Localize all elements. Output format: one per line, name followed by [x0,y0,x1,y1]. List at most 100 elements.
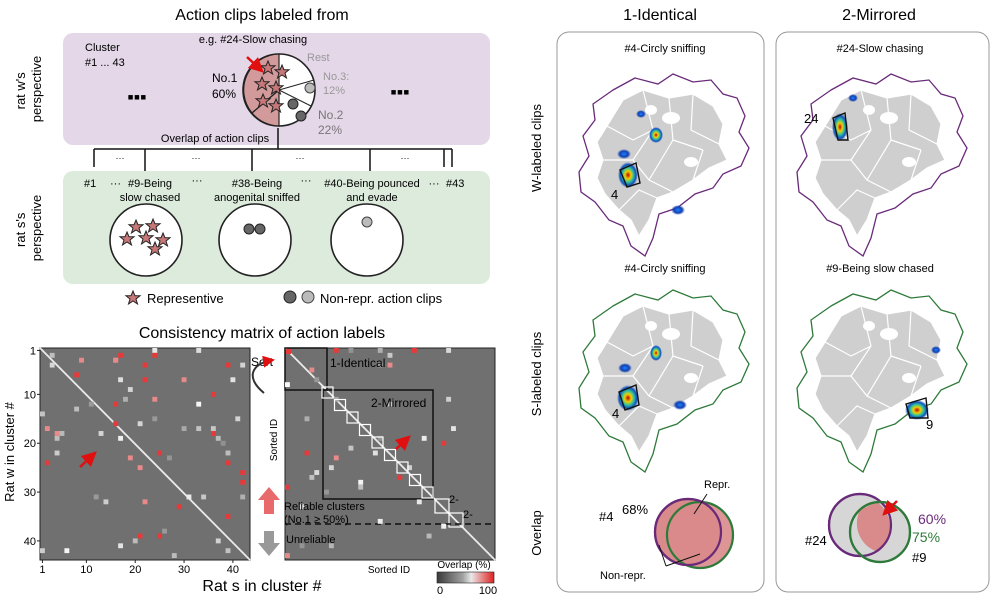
map-hole [880,328,898,340]
matrix-cell [113,421,119,427]
map-boundary [866,355,892,397]
no1-label-1: No.1 [212,71,238,85]
colorbar-title: Overlap (%) [437,560,490,571]
s-c43: #43 [446,178,464,190]
consistency-matrix-sorted [284,347,496,561]
matrix-cell [333,348,339,353]
circle-c40 [330,203,404,277]
matrix-cell [157,450,163,456]
matrix-cell [44,460,50,466]
map-w1 [578,73,750,257]
map-s1-num: 4 [612,406,619,421]
mirrored-pair-box [383,448,397,462]
map-boundary [648,139,674,181]
col1-title: 1-Identical [623,7,697,24]
matrix-cell [411,348,417,353]
mirrored-pair-box [421,486,434,499]
matrix-cell [118,377,124,383]
s-c40-1: #40-Being pounced [324,178,419,190]
map-boundary [692,365,704,397]
matrix-cell [40,548,45,554]
matrix-cell [118,352,124,358]
matrix-cell [348,445,354,451]
mirrored-pair-box [371,436,384,449]
venn2-id-s: #9 [912,550,926,565]
map-hole [863,321,875,331]
map-w2-title: #24-Slow chasing [837,43,924,55]
xtick-label: 20 [129,564,141,576]
cluster-label-2: #1 ... 43 [85,57,125,69]
map-hole [902,373,916,383]
svg-text:rat s's perspective: rat s's perspective [13,195,44,261]
map-boundary [603,375,674,409]
mirrored-pair-box [333,398,347,412]
unreliable-arrow-icon [258,531,280,556]
matrix-cell [210,426,216,432]
venn2-pct-w: 60% [918,511,946,527]
mirrored-pair-box [408,473,422,487]
rat-s-label-1: rat s's [13,212,28,247]
venn1-nonrepr: Non-repr. [600,570,646,582]
venn2-pct-s: 75% [912,529,940,545]
matrix-cell [171,553,177,558]
rat-w-label-1: rat w's [13,72,28,110]
map-boundary [606,125,654,141]
two-b-label: 2- [463,509,473,521]
matrix-cell [299,543,305,549]
reliable-label-2: (No.1 ≥ 50%) [284,514,349,526]
heat-w1 [617,110,685,215]
matrix-cell [240,362,246,368]
matrix-cell [186,494,192,500]
matrix-cell [137,533,143,539]
ytick-label: 20 [24,438,36,450]
matrix-cell [54,450,60,456]
matrix-cell [88,401,94,407]
matrix-cell [225,548,231,554]
matrix-ylabel: Rat w in cluster # [2,401,17,501]
matrix-cell [309,474,315,480]
legend-nonrepr: Non-repr. action clips [320,291,443,306]
matrix-cell [240,494,246,500]
identical-box-label: 1-Identical [330,356,385,370]
matrix-cell [152,348,158,353]
mirrored-pair-box [321,386,334,399]
venn-identical [653,493,735,570]
matrix-cell [416,499,422,505]
matrix-cell [176,504,182,510]
no1-label-2: 60% [212,87,236,101]
venn1-pct: 68% [622,502,648,517]
matrix-cell [127,455,133,461]
matrix-cell [196,348,202,353]
matrix-cell [387,362,393,368]
matrix-cell [54,431,60,436]
reliable-arrow-icon [258,487,280,514]
map-hole [684,157,698,167]
matrix-cell [324,489,329,495]
xtick-label: 40 [227,564,239,576]
legend-light-dot [301,290,315,304]
matrix-cell [137,421,143,427]
mirrored-pair-box [346,411,359,424]
no3-label-1: No.3: [323,71,349,83]
matrix-cell [230,377,236,383]
map-boundary [690,93,720,145]
map-boundary [821,375,892,409]
matrix-cell [426,533,432,539]
matrix-cell [225,450,231,456]
map-boundary [606,341,654,357]
ytick-label: 30 [24,487,36,499]
matrix-cell [49,362,55,368]
s-c1: #1 [84,178,96,190]
matrix-cell [377,435,383,441]
s-c9-1: #9-Being [128,178,172,190]
matrix-cell [421,435,427,441]
matrix-cell [64,548,70,554]
no2-label-1: No.2 [318,108,344,122]
map-hole [645,321,657,331]
no2-label-2: 22% [318,123,342,137]
matrix-cell [304,416,310,422]
map-boundary [821,159,892,193]
matrix-cell [446,348,452,353]
colorbar-min: 0 [437,585,443,597]
